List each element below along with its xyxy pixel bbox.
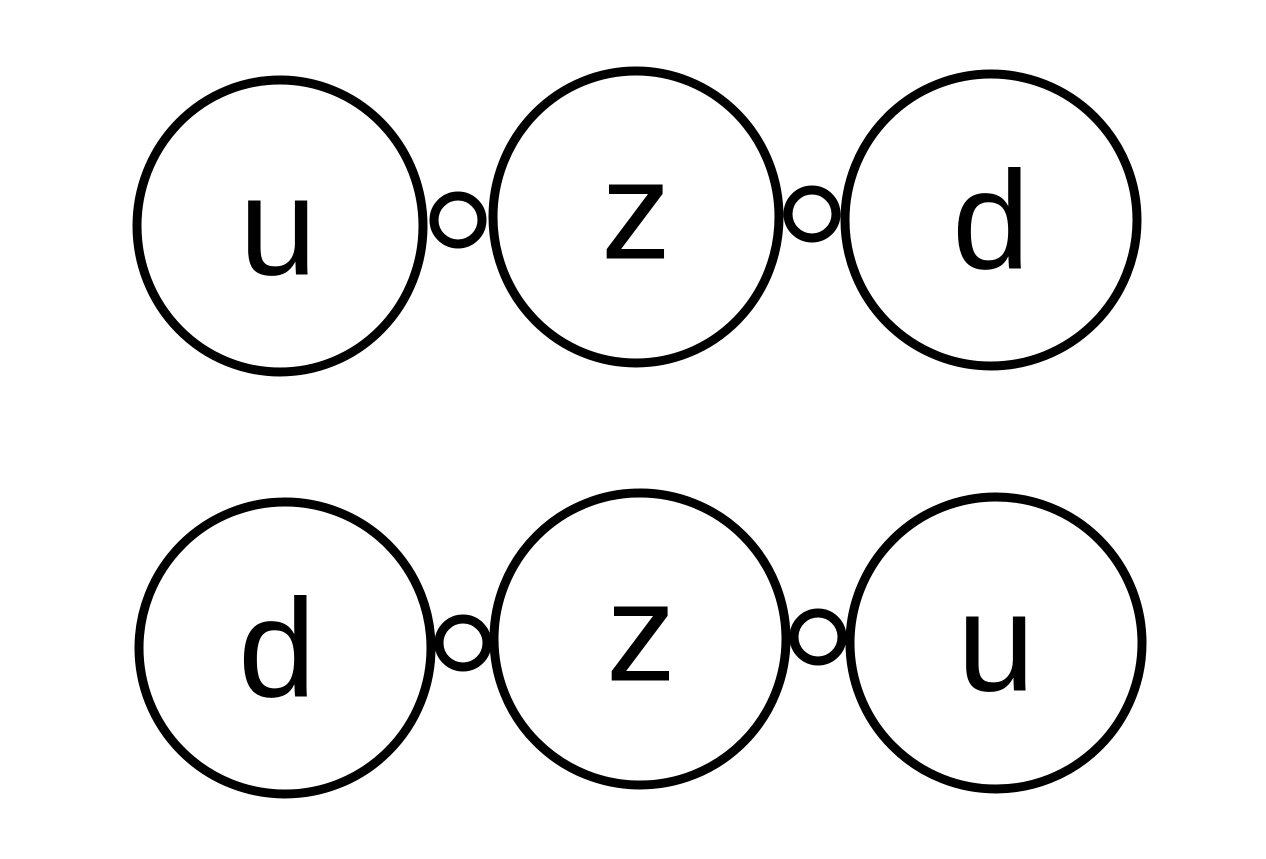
row-1-node-1: u — [132, 75, 428, 377]
row-1-connector-2 — [783, 185, 841, 243]
row-2-node-1-label: d — [238, 570, 316, 727]
row-2: d z u — [134, 488, 1147, 799]
row-2-node-3-label: u — [957, 564, 1035, 721]
row-2-node-1: d — [134, 497, 436, 799]
row-1-node-2-label: z — [601, 132, 671, 289]
row-2-connector-2 — [789, 608, 847, 666]
row-1-node-1-label: u — [239, 148, 317, 305]
row-1-node-2: z — [488, 66, 784, 368]
row-1-connector-1 — [429, 191, 487, 249]
row-1-node-3-label: d — [952, 142, 1030, 299]
row-2-node-2: z — [489, 488, 791, 790]
row-2-node-2-label: z — [606, 554, 676, 711]
row-1: u z d — [132, 66, 1142, 377]
row-2-connector-1 — [434, 614, 492, 672]
row-2-node-3: u — [845, 492, 1147, 794]
row-1-node-3: d — [840, 69, 1142, 371]
